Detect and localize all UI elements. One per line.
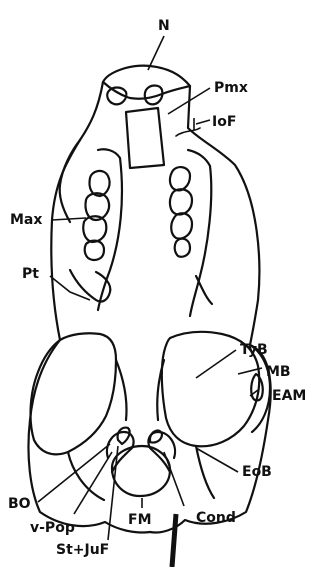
left-tooth-row xyxy=(83,171,109,260)
leader-N xyxy=(148,36,164,70)
label-IoF: IoF xyxy=(212,114,236,130)
leader-Pt xyxy=(50,276,90,300)
left-bulla xyxy=(31,333,116,454)
left-process xyxy=(60,140,80,222)
left-molar-4 xyxy=(85,241,104,260)
skull-outline xyxy=(28,66,270,533)
right-molar-3 xyxy=(171,213,192,238)
palatal-plate xyxy=(126,108,164,168)
right-molar-1 xyxy=(170,167,190,190)
label-BO: BO xyxy=(8,496,31,512)
stylomastoid-foramen xyxy=(118,428,130,444)
right-molar-4 xyxy=(175,239,190,257)
label-EoB: EoB xyxy=(242,464,272,480)
label-N: N xyxy=(158,18,170,34)
leader-Cond xyxy=(164,452,184,506)
leader-TyB xyxy=(196,350,236,378)
leader-Max xyxy=(52,218,86,220)
basioccipital xyxy=(116,360,164,420)
mastoid-bulge xyxy=(250,345,270,432)
right-molar-2 xyxy=(170,189,192,214)
label-Pt: Pt xyxy=(22,266,39,282)
label-Max: Max xyxy=(10,212,42,228)
right-tooth-row xyxy=(170,167,192,257)
occipital-rim xyxy=(68,446,214,500)
palate-arch-right xyxy=(188,150,211,316)
left-molar-1 xyxy=(89,171,109,196)
leader-IoF xyxy=(194,118,210,130)
label-vPop: v-Pop xyxy=(30,520,75,536)
label-EAM: EAM xyxy=(272,388,306,404)
label-TyB: TyB xyxy=(240,342,268,358)
label-Pmx: Pmx xyxy=(214,80,248,96)
pterygoid-right xyxy=(196,276,212,304)
label-MB: MB xyxy=(266,364,291,380)
label-StJuF: St+JuF xyxy=(56,542,109,558)
label-FM: FM xyxy=(128,512,152,528)
scale-bar xyxy=(172,514,176,567)
label-Cond: Cond xyxy=(196,510,236,526)
leader-vPop xyxy=(74,452,112,514)
foramen-magnum xyxy=(112,446,170,496)
